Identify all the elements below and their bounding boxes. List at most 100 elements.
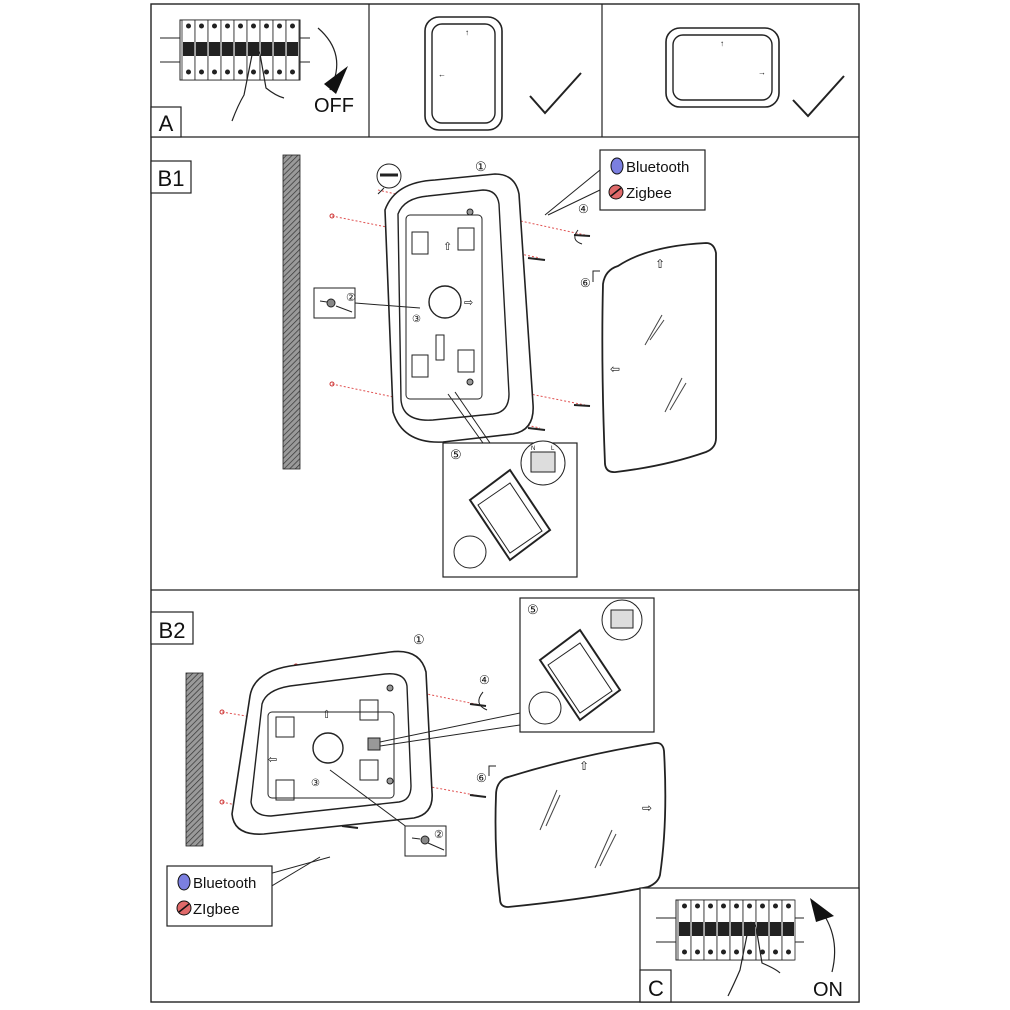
drill-hole-icon bbox=[329, 213, 335, 219]
terminal-l-label: L bbox=[551, 446, 555, 452]
callout-3: ③ bbox=[412, 314, 421, 325]
breaker-toggle bbox=[261, 42, 272, 56]
callout-2: ② bbox=[346, 292, 356, 304]
bracket-icon bbox=[275, 716, 295, 738]
panel-b2-label: B2 bbox=[159, 618, 186, 643]
leader-line bbox=[379, 712, 521, 743]
terminal-screw bbox=[708, 949, 713, 955]
on-label: ON bbox=[813, 979, 843, 1001]
callout-3: ③ bbox=[311, 778, 320, 789]
breaker-toggle bbox=[783, 922, 794, 936]
breaker-toggle bbox=[274, 42, 285, 56]
breaker-toggle bbox=[692, 922, 703, 936]
hook-icon bbox=[592, 270, 600, 282]
breaker-toggle bbox=[183, 42, 194, 56]
bluetooth-label: Bluetooth bbox=[626, 159, 689, 176]
screw-icon bbox=[341, 825, 359, 829]
svg-text:⇦: ⇦ bbox=[610, 362, 620, 376]
mirror-landscape-icon: ↑ → bbox=[665, 27, 780, 108]
terminal-screw bbox=[747, 903, 752, 909]
terminal-screw bbox=[708, 903, 713, 909]
terminal-screw bbox=[695, 903, 700, 909]
cable-hole-icon bbox=[312, 732, 344, 764]
terminal-screw bbox=[760, 903, 765, 909]
driver-unit-icon bbox=[538, 628, 622, 722]
terminal-screw bbox=[199, 69, 204, 75]
off-label: OFF bbox=[314, 95, 354, 117]
leader-line bbox=[329, 769, 409, 829]
terminal-screw bbox=[773, 949, 778, 955]
outer-frame bbox=[150, 3, 860, 1003]
callout-1: ① bbox=[413, 632, 425, 647]
terminal-screw bbox=[186, 23, 191, 29]
bracket-icon bbox=[457, 227, 475, 251]
breaker-off-icon bbox=[160, 19, 310, 122]
zigbee-label: Zigbee bbox=[626, 185, 672, 202]
panel-a-label-box bbox=[150, 106, 182, 138]
breaker-toggle bbox=[287, 42, 298, 56]
terminal-screw bbox=[212, 23, 217, 29]
legend-pointer bbox=[544, 169, 601, 216]
svg-text:⇨: ⇨ bbox=[642, 801, 652, 815]
breaker-toggle bbox=[679, 922, 690, 936]
terminal-screw bbox=[186, 69, 191, 75]
callout-2: ② bbox=[434, 829, 444, 841]
zigbee-label: ZIgbee bbox=[193, 901, 240, 918]
connector-icon bbox=[435, 334, 445, 361]
driver-unit-icon bbox=[468, 468, 552, 562]
callout-1: ① bbox=[475, 159, 487, 174]
breaker-toggle bbox=[209, 42, 220, 56]
breaker-toggle bbox=[718, 922, 729, 936]
terminal-screw bbox=[264, 23, 269, 29]
svg-text:⇨: ⇨ bbox=[464, 297, 473, 309]
screw-icon bbox=[573, 404, 591, 407]
terminal-screw bbox=[721, 949, 726, 955]
screw-icon bbox=[573, 234, 591, 237]
panel-b1: B1 ⇧ ⇨ bbox=[150, 149, 717, 578]
screw-icon bbox=[527, 427, 546, 431]
terminal-screw bbox=[251, 23, 256, 29]
bluetooth-label: Bluetooth bbox=[193, 875, 256, 892]
breaker-on-icon bbox=[656, 899, 804, 997]
callout-6: ⑥ bbox=[580, 276, 591, 290]
breaker-toggle bbox=[757, 922, 768, 936]
hook-icon bbox=[488, 765, 496, 776]
terminal-screw bbox=[773, 903, 778, 909]
connector-icon bbox=[367, 737, 381, 751]
panel-a: A OFF ↑ ← ↑ → bbox=[150, 16, 845, 138]
terminal-screw bbox=[251, 69, 256, 75]
screw-icon bbox=[469, 794, 487, 798]
terminal-screw bbox=[747, 949, 752, 955]
breaker-toggle bbox=[222, 42, 233, 56]
screw-icon bbox=[469, 703, 487, 707]
bluetooth-icon bbox=[177, 873, 191, 891]
screw-icon bbox=[527, 257, 546, 261]
panel-b2: B2 ⇧ ⇦ bbox=[150, 597, 667, 927]
svg-text:↑: ↑ bbox=[720, 39, 724, 48]
terminal-screw bbox=[264, 69, 269, 75]
arrowhead-icon bbox=[324, 66, 348, 94]
terminal-n-label: N bbox=[531, 446, 535, 452]
terminal-screw bbox=[786, 903, 791, 909]
clamp-detail-icon bbox=[453, 535, 487, 569]
bracket-icon bbox=[275, 779, 295, 801]
svg-text:⇧: ⇧ bbox=[579, 759, 589, 773]
svg-text:⇦: ⇦ bbox=[268, 754, 277, 766]
terminal-screw bbox=[695, 949, 700, 955]
breaker-toggle bbox=[196, 42, 207, 56]
svg-text:↑: ↑ bbox=[465, 28, 469, 37]
terminal-screw bbox=[760, 949, 765, 955]
svg-text:⇧: ⇧ bbox=[655, 257, 665, 271]
panel-b1-label: B1 bbox=[158, 166, 185, 191]
panel-c-label-box bbox=[639, 969, 672, 1003]
checkmark-icon bbox=[529, 72, 582, 115]
callout-6: ⑥ bbox=[476, 771, 487, 785]
terminal-screw bbox=[277, 69, 282, 75]
svg-text:⇧: ⇧ bbox=[322, 709, 331, 721]
terminal-screw bbox=[786, 949, 791, 955]
rotate-icon bbox=[478, 691, 488, 711]
drill-hole-icon bbox=[219, 709, 225, 715]
wall-icon bbox=[185, 672, 204, 847]
bluetooth-icon bbox=[610, 157, 624, 175]
rotate-icon bbox=[574, 229, 583, 245]
